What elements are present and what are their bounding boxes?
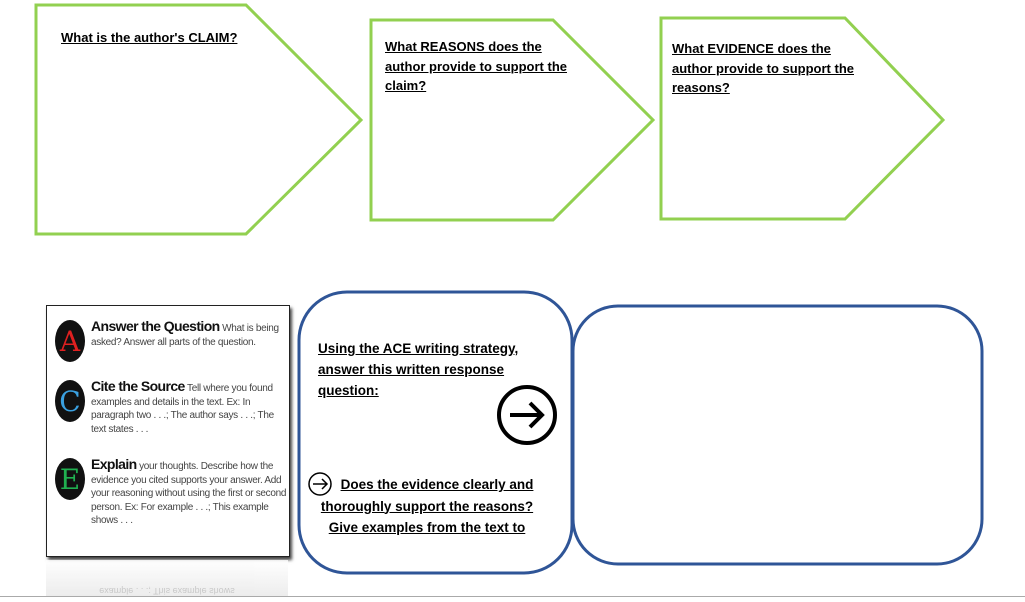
ace-text: What is being asked? Answer all parts of… [91,323,279,348]
ace-item-answer: A Answer the Question What is being aske… [55,318,289,362]
ace-title: Explain [91,456,137,472]
claim-arrow-shape [34,3,364,236]
ace-title: Answer the Question [91,318,220,334]
answer-box[interactable] [571,304,984,566]
small-arrow-circle-icon [308,472,332,496]
ace-strategy-image: A Answer the Question What is being aske… [46,305,290,557]
page-bottom-edge [0,596,1025,597]
ace-item-cite: C Cite the Source Tell where you found e… [55,378,289,436]
claim-question: What is the author's CLAIM? [61,30,238,45]
ace-item-explain: E Explain your thoughts. Describe how th… [55,456,289,528]
ace-text: Tell where you found examples and detail… [91,383,274,435]
letter-e-icon: E [55,458,85,500]
letter-c-icon: C [55,380,85,422]
reasons-question: What REASONS does the author provide to … [385,39,567,93]
image-reflection: example . . .; This example shows [46,560,288,596]
ace-text: your thoughts. Describe how the evidence… [91,461,287,526]
reasons-arrow-shape [369,18,656,222]
letter-a-icon: A [55,320,85,362]
prompt-question: Does the evidence clearly and thoroughly… [320,477,534,535]
evidence-arrow-shape [659,16,946,221]
ace-title: Cite the Source [91,378,185,394]
prompt-instruction: Using the ACE writing strategy, answer t… [318,341,519,398]
evidence-question: What EVIDENCE does the author provide to… [672,41,854,95]
arrow-circle-icon [497,385,557,445]
